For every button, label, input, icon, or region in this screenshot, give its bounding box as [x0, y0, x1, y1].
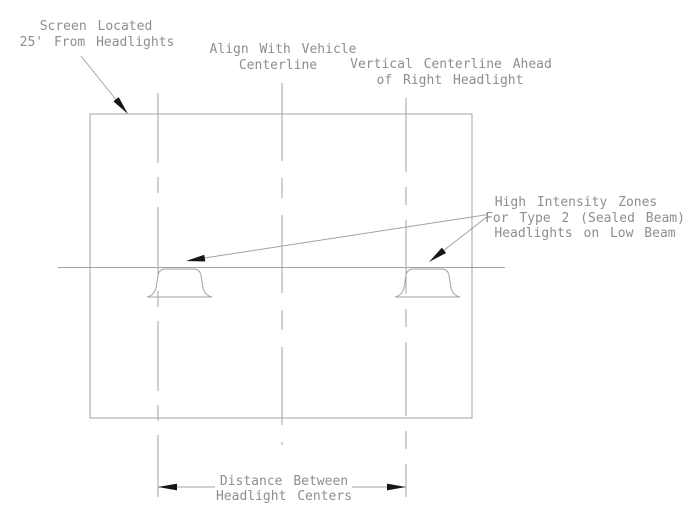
arrowhead-icon: [185, 254, 206, 265]
leader-screen-location: [80, 55, 131, 117]
label-right-centerline-line1: Vertical Centerline Ahead: [350, 57, 552, 72]
dimension-headlight-distance: [158, 483, 406, 491]
label-high-intensity-line2: For Type 2 (Sealed Beam): [485, 211, 685, 226]
label-screen-location-line2: 25' From Headlights: [20, 35, 175, 50]
leader-line: [195, 214, 489, 260]
arrowhead-icon: [387, 483, 406, 491]
label-right-centerline-line2: of Right Headlight: [377, 73, 524, 88]
label-headlight-distance-line2: Headlight Centers: [216, 489, 352, 504]
right-high-intensity-zone: [394, 268, 461, 298]
label-high-intensity-line1: High Intensity Zones: [495, 195, 658, 210]
screen-outline: [89, 113, 473, 419]
label-vehicle-centerline-line2: Centerline: [239, 58, 317, 73]
leader-right-zone: [426, 215, 489, 265]
left-high-intensity-zone: [146, 268, 213, 298]
arrowhead-icon: [113, 97, 131, 117]
label-high-intensity-line3: Headlights on Low Beam: [494, 226, 675, 241]
arrowhead-icon: [426, 247, 447, 265]
arrowhead-icon: [158, 483, 177, 491]
leader-left-zone: [185, 214, 489, 265]
label-headlight-distance-line1: Distance Between: [220, 474, 348, 489]
label-vehicle-centerline-line1: Align With Vehicle: [210, 42, 357, 57]
label-screen-location-line1: Screen Located: [40, 19, 153, 34]
